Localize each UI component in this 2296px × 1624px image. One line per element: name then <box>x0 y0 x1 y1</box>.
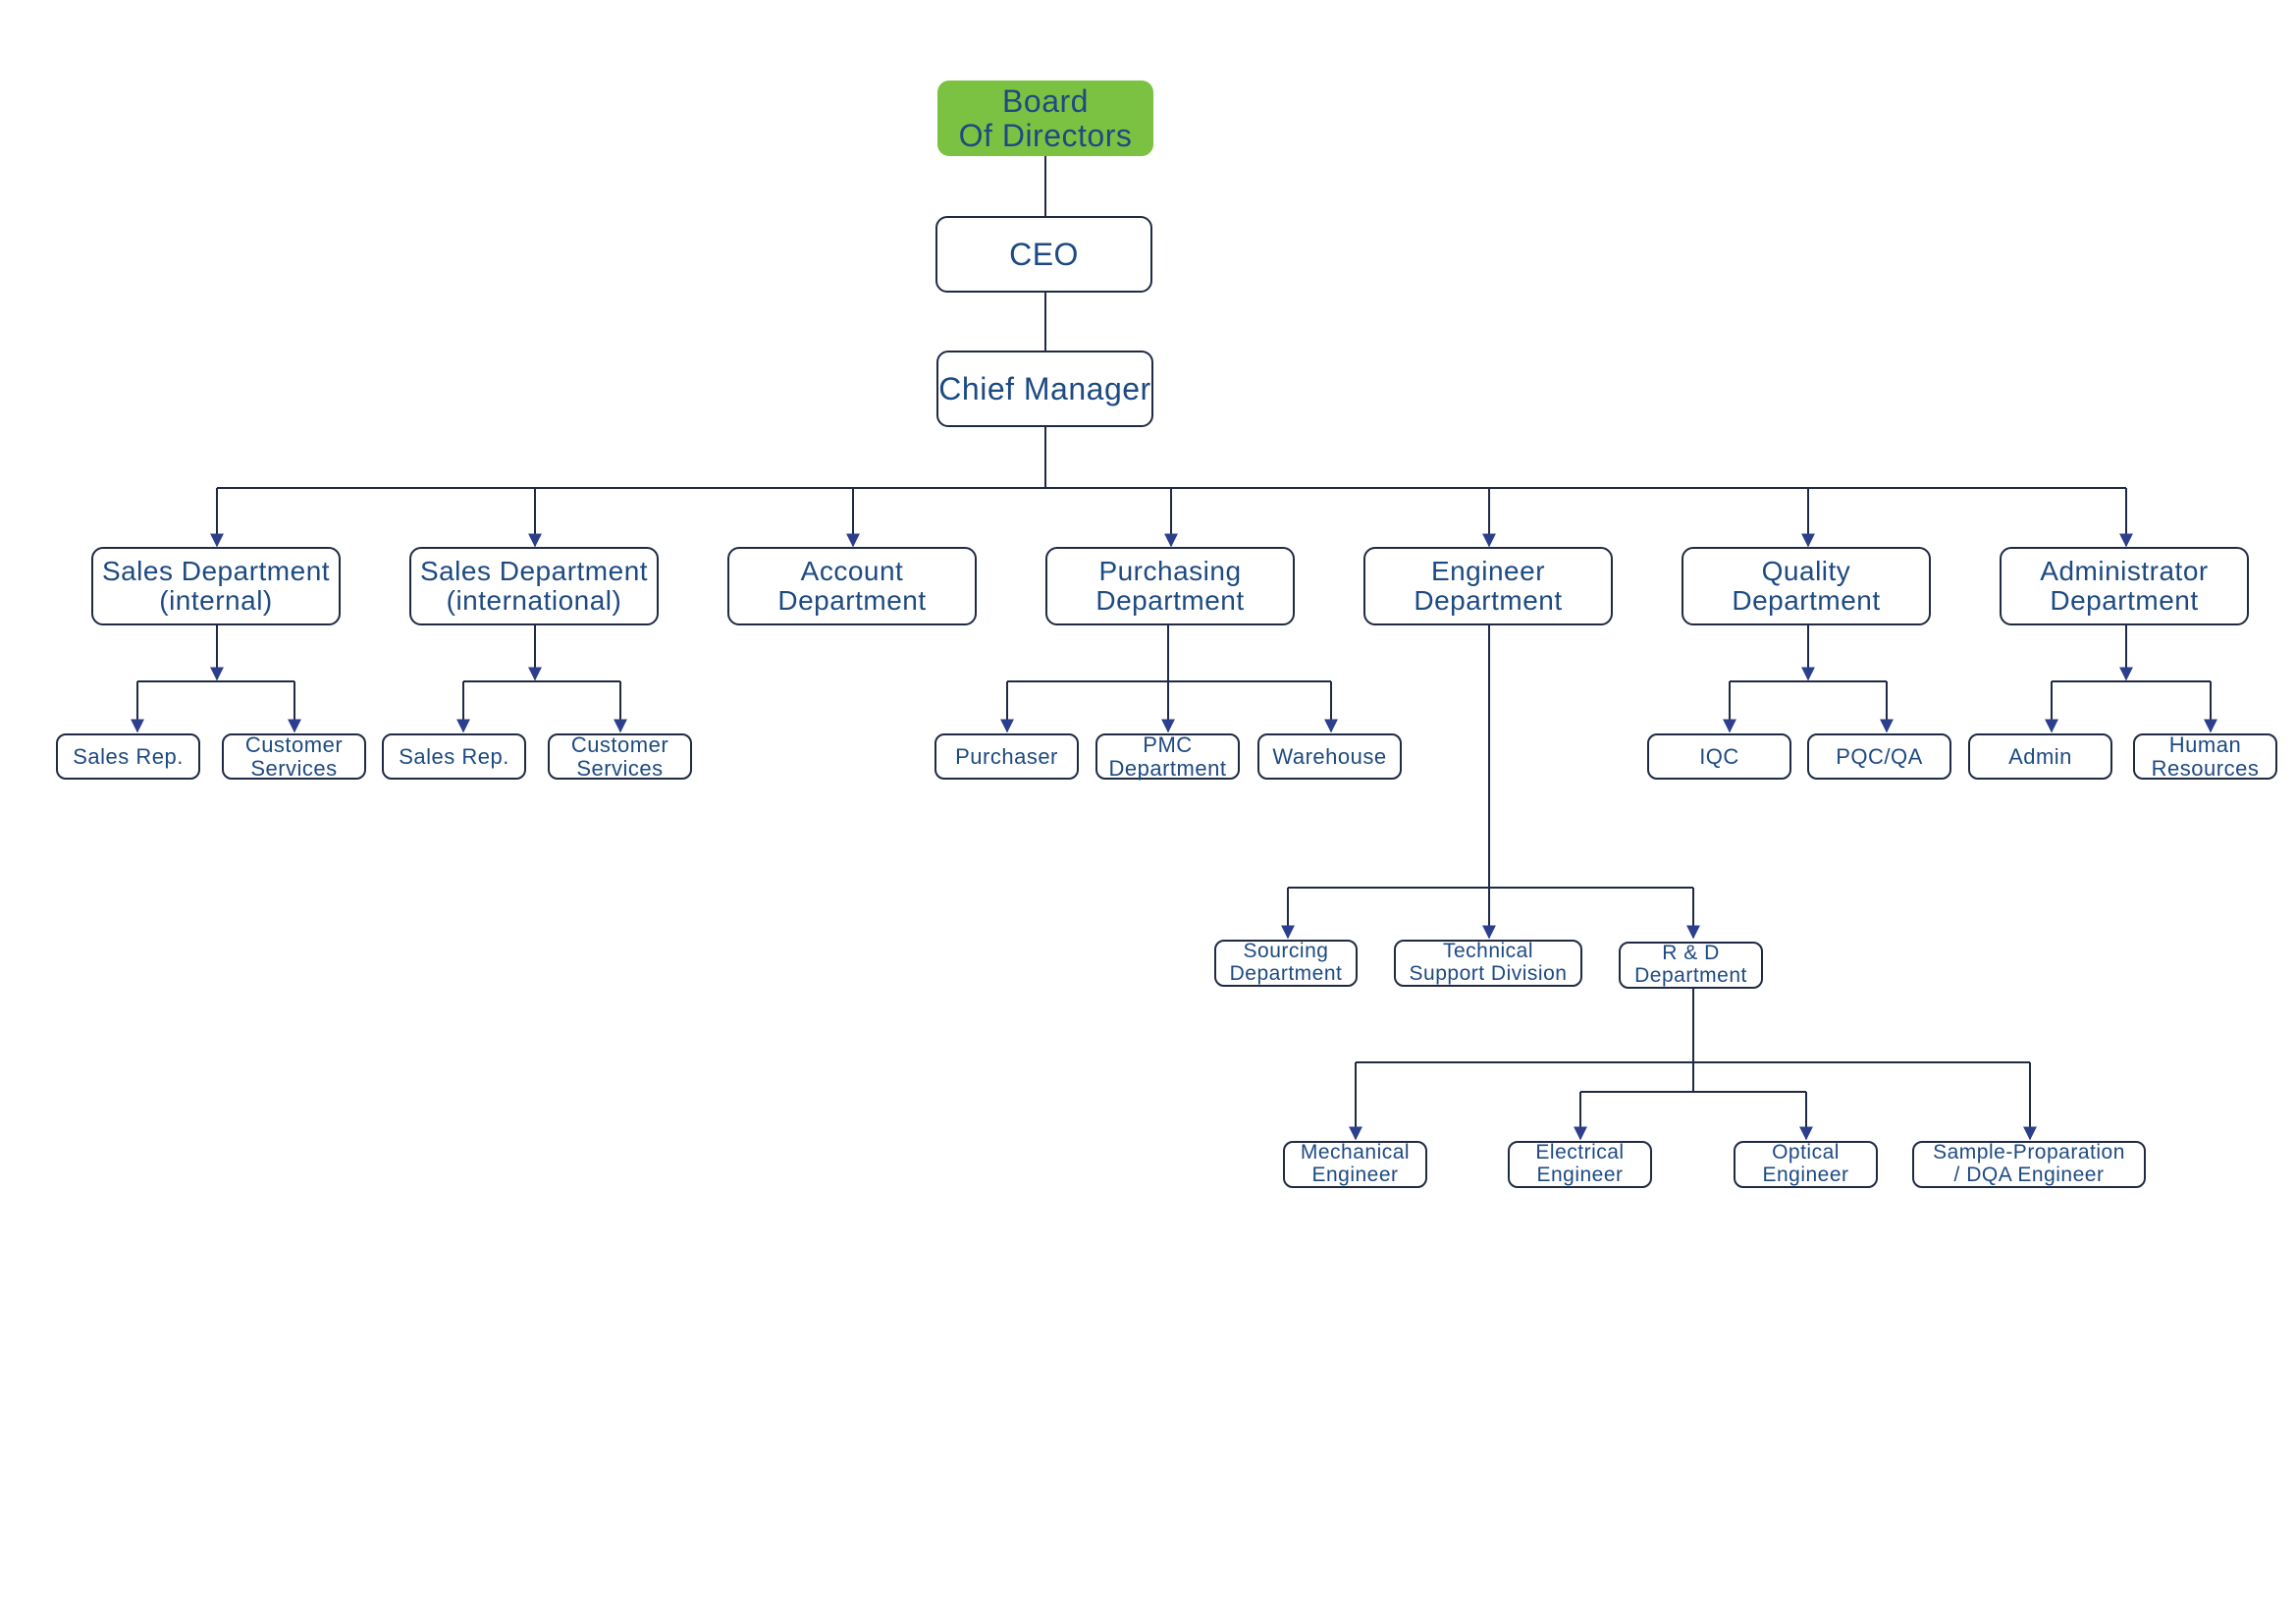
mechanical-engineer-box: Mechanical Engineer <box>1283 1141 1427 1188</box>
board-of-directors-box: Board Of Directors <box>937 81 1153 156</box>
engineer-department-box: Engineer Department <box>1363 547 1613 625</box>
pmc-department-box: PMC Department <box>1095 732 1240 780</box>
sales-international-customer-services-box: Customer Services <box>548 732 692 780</box>
purchaser-box: Purchaser <box>934 733 1079 780</box>
human-resources-box: Human Resources <box>2133 732 2277 780</box>
sourcing-department-box: Sourcing Department <box>1214 940 1358 987</box>
warehouse-box: Warehouse <box>1257 733 1402 780</box>
rd-department-box: R & D Department <box>1619 942 1763 989</box>
ceo-box: CEO <box>935 216 1152 293</box>
iqc-box: IQC <box>1647 733 1791 780</box>
administrator-department-box: Administrator Department <box>2000 547 2249 625</box>
admin-box: Admin <box>1968 733 2112 780</box>
sales-department-internal-box: Sales Department (internal) <box>91 547 341 625</box>
sales-internal-customer-services-box: Customer Services <box>222 732 366 780</box>
quality-department-box: Quality Department <box>1682 547 1931 625</box>
optical-engineer-box: Optical Engineer <box>1734 1141 1878 1188</box>
technical-support-division-box: Technical Support Division <box>1394 940 1582 987</box>
pqc-qa-box: PQC/QA <box>1807 733 1951 780</box>
chief-manager-box: Chief Manager <box>936 351 1153 427</box>
account-department-box: Account Department <box>727 547 977 625</box>
electrical-engineer-box: Electrical Engineer <box>1508 1141 1652 1188</box>
sales-internal-sales-rep-box: Sales Rep. <box>56 733 200 780</box>
sales-international-sales-rep-box: Sales Rep. <box>382 733 526 780</box>
sales-department-international-box: Sales Department (international) <box>409 547 659 625</box>
sample-proparation-dqa-engineer-box: Sample-Proparation / DQA Engineer <box>1912 1141 2146 1188</box>
purchasing-department-box: Purchasing Department <box>1045 547 1295 625</box>
